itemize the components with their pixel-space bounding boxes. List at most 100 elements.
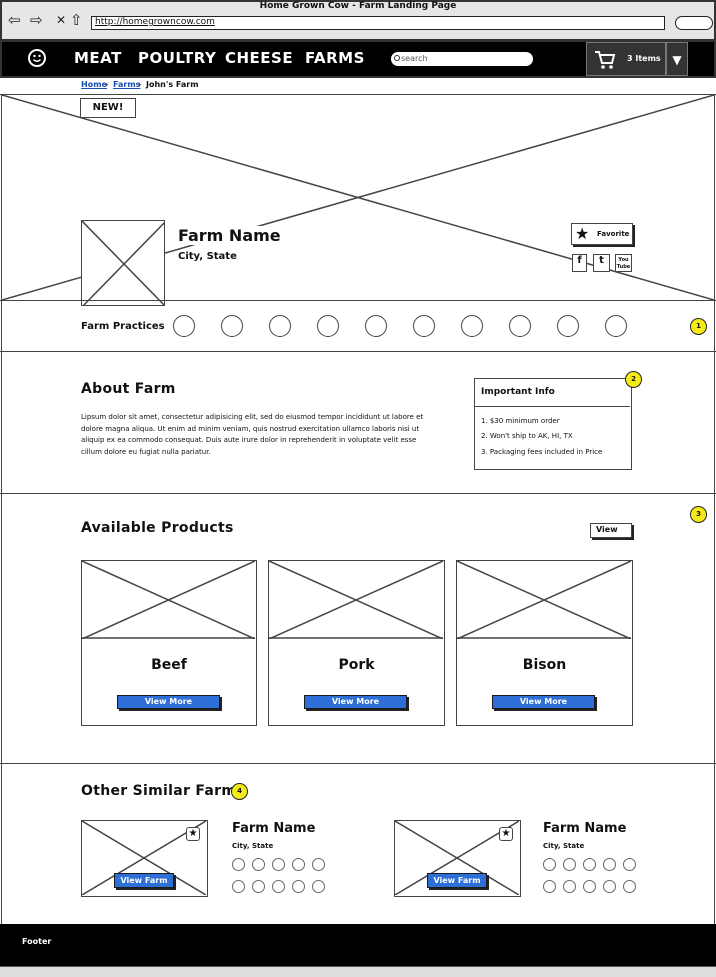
farm-practice-icon <box>312 858 325 871</box>
important-info-title: Important Info <box>481 387 555 397</box>
divider <box>0 94 716 95</box>
annotation-1: 1 <box>690 318 707 335</box>
url-bar[interactable]: http://homegrowncow.com <box>91 16 665 30</box>
farm-practice-icon <box>603 880 616 893</box>
home-icon[interactable]: ⇧ <box>70 11 83 29</box>
close-icon[interactable]: ✕ <box>56 13 67 27</box>
farm-practice-icon <box>623 880 636 893</box>
products-title: Available Products <box>81 520 234 536</box>
favorite-label: Favorite <box>597 230 630 238</box>
view-farm-button[interactable]: View Farm <box>114 873 174 888</box>
product-name: Pork <box>338 657 375 673</box>
youtube-icon[interactable]: You Tube <box>615 254 632 272</box>
similar-farm-practices <box>543 858 643 894</box>
nav-item-poultry[interactable]: POULTRY <box>138 49 217 67</box>
window-title: Home Grown Cow - Farm Landing Page <box>259 1 457 11</box>
practice-icons-row <box>173 315 643 341</box>
farm-practice-icon[interactable] <box>317 315 339 337</box>
breadcrumb-home[interactable]: Home <box>81 80 107 89</box>
farm-practice-icon <box>272 858 285 871</box>
farm-practice-icon[interactable] <box>365 315 387 337</box>
product-card-bison[interactable]: Bison View More <box>456 560 633 726</box>
farm-practice-icon[interactable] <box>557 315 579 337</box>
farm-practice-icon[interactable] <box>461 315 483 337</box>
farm-practice-icon <box>563 880 576 893</box>
farm-location: City, State <box>178 251 237 262</box>
info-item: 1. $30 minimum order <box>481 417 560 425</box>
farm-practice-icon <box>232 858 245 871</box>
image-placeholder <box>82 821 206 895</box>
footer: Footer <box>0 924 716 966</box>
cart-dropdown-button[interactable]: ▼ <box>666 42 688 76</box>
divider <box>0 763 716 764</box>
product-name: Bison <box>522 657 567 673</box>
view-more-button[interactable]: View More <box>304 695 407 709</box>
divider <box>475 406 630 407</box>
farm-practice-icon <box>232 880 245 893</box>
star-icon: ★ <box>575 224 590 243</box>
facebook-icon[interactable]: f <box>572 254 587 272</box>
farm-practice-icon <box>563 858 576 871</box>
product-image-placeholder <box>457 561 631 639</box>
farm-practice-icon[interactable] <box>413 315 435 337</box>
nav-item-meat[interactable]: MEAT <box>74 49 122 67</box>
info-item: 3. Packaging fees included in Price <box>481 448 603 456</box>
page-border-right <box>714 95 715 925</box>
browser-search-input[interactable] <box>675 16 713 30</box>
farm-practice-icon <box>583 858 596 871</box>
twitter-icon[interactable]: t <box>593 254 610 272</box>
farm-practice-icon <box>252 880 265 893</box>
product-image-placeholder <box>269 561 443 639</box>
favorite-star-icon[interactable]: ★ <box>499 827 513 841</box>
cart-count: 3 Items <box>627 54 661 63</box>
farm-name: Farm Name <box>178 226 281 245</box>
view-farm-button[interactable]: View Farm <box>427 873 487 888</box>
divider <box>0 351 716 352</box>
view-button[interactable]: View <box>590 523 632 538</box>
farm-practice-icon[interactable] <box>509 315 531 337</box>
farm-practice-icon <box>252 858 265 871</box>
similar-farm-image[interactable]: ★ View Farm <box>81 820 208 897</box>
favorite-star-icon[interactable]: ★ <box>186 827 200 841</box>
search-icon <box>394 55 400 61</box>
view-more-button[interactable]: View More <box>117 695 220 709</box>
smiley-logo-icon[interactable] <box>28 49 46 67</box>
similar-farm-location: City, State <box>543 842 585 850</box>
farm-practice-icon[interactable] <box>269 315 291 337</box>
farm-practices-label: Farm Practices <box>81 321 165 332</box>
breadcrumb-farms[interactable]: Farms <box>113 80 141 89</box>
favorite-button[interactable]: ★ Favorite <box>571 223 633 245</box>
new-badge: NEW! <box>80 98 136 118</box>
similar-farm-location: City, State <box>232 842 274 850</box>
search-input[interactable]: search <box>391 52 533 66</box>
annotation-4: 4 <box>231 783 248 800</box>
important-info-box: Important Info 1. $30 minimum order 2. W… <box>474 378 632 470</box>
product-card-beef[interactable]: Beef View More <box>81 560 257 726</box>
info-item: 2. Won't ship to AK, HI, TX <box>481 432 573 440</box>
similar-farm-name[interactable]: Farm Name <box>543 821 627 836</box>
view-more-button[interactable]: View More <box>492 695 595 709</box>
farm-practice-icon <box>543 880 556 893</box>
back-icon[interactable]: ⇦ <box>8 11 21 29</box>
farm-practice-icon <box>272 880 285 893</box>
similar-farm-practices <box>232 858 332 894</box>
annotation-2: 2 <box>625 371 642 388</box>
annotation-3: 3 <box>690 506 707 523</box>
nav-item-cheese[interactable]: CHEESE <box>225 49 294 67</box>
farm-practice-icon[interactable] <box>221 315 243 337</box>
farm-practice-icon[interactable] <box>605 315 627 337</box>
farm-practice-icon <box>583 880 596 893</box>
image-placeholder <box>395 821 519 895</box>
status-bar <box>0 966 716 977</box>
about-body: Lipsum dolor sit amet, consectetur adipi… <box>81 413 424 456</box>
nav-item-farms[interactable]: FARMS <box>305 49 365 67</box>
similar-farms-title: Other Similar Farms <box>81 783 245 799</box>
forward-icon[interactable]: ⇨ <box>30 11 43 29</box>
farm-practice-icon[interactable] <box>173 315 195 337</box>
divider <box>0 493 716 494</box>
farm-logo-placeholder <box>81 220 165 306</box>
cart-button[interactable]: 3 Items <box>586 42 666 76</box>
product-card-pork[interactable]: Pork View More <box>268 560 445 726</box>
similar-farm-name[interactable]: Farm Name <box>232 821 316 836</box>
similar-farm-image[interactable]: ★ View Farm <box>394 820 521 897</box>
